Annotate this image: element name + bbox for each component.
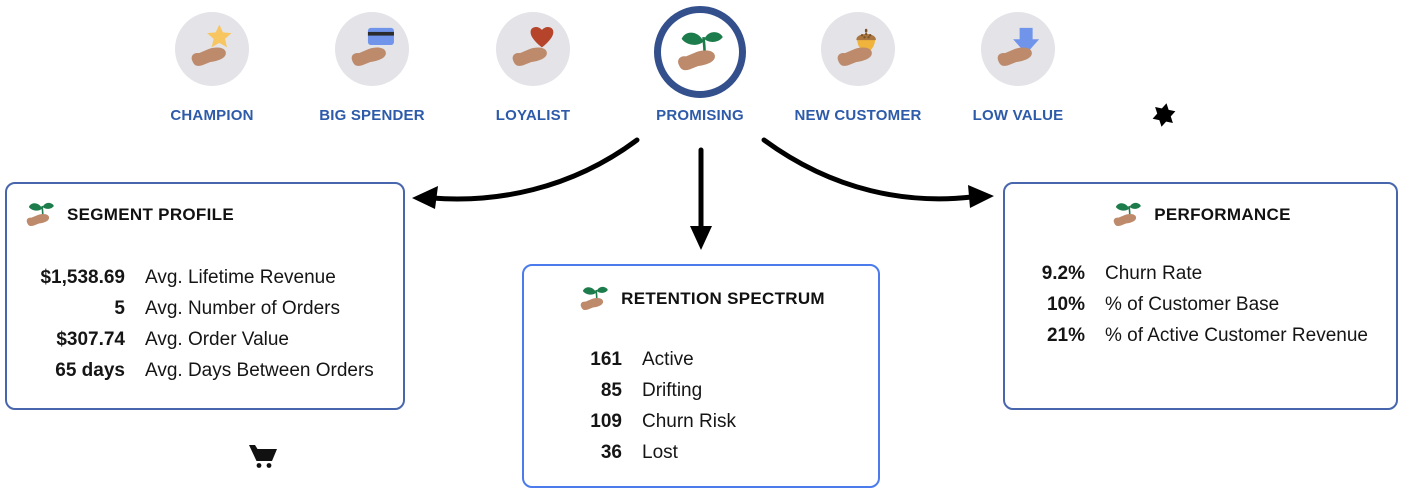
retention-spectrum-title: RETENTION SPECTRUM bbox=[621, 289, 825, 308]
performance-card: PERFORMANCE 9.2% Churn Rate 10% % of Cus… bbox=[1003, 182, 1398, 410]
star-burst-icon bbox=[1152, 103, 1176, 127]
segment-champion-circle[interactable] bbox=[175, 12, 249, 86]
hand-star-icon bbox=[191, 24, 232, 66]
stat-label: Active bbox=[642, 348, 694, 370]
hand-heart-icon bbox=[512, 26, 554, 66]
stat-row: 5 Avg. Number of Orders bbox=[7, 293, 403, 324]
segment-low-value-label: LOW VALUE bbox=[972, 107, 1064, 124]
segment-loyalist-label: LOYALIST bbox=[495, 107, 571, 124]
stat-value: 85 bbox=[600, 379, 622, 401]
seedling-in-hand-icon bbox=[26, 202, 54, 227]
arrow-to-segment-profile bbox=[429, 137, 640, 202]
stat-label: Churn Risk bbox=[642, 410, 736, 432]
segment-new-customer-circle[interactable] bbox=[821, 12, 895, 86]
hand-credit-card-icon bbox=[351, 27, 394, 66]
stat-label: Avg. Number of Orders bbox=[145, 297, 341, 319]
stat-row: 85 Drifting bbox=[572, 375, 736, 406]
stat-row: 161 Active bbox=[572, 344, 736, 375]
stat-value: $1,538.69 bbox=[40, 266, 125, 288]
stat-label: Avg. Order Value bbox=[145, 328, 289, 350]
stat-row: 21% % of Active Customer Revenue bbox=[1023, 320, 1368, 351]
stat-row: 9.2% Churn Rate bbox=[1023, 258, 1368, 289]
performance-title: PERFORMANCE bbox=[1154, 205, 1291, 224]
stat-value: 109 bbox=[590, 410, 622, 432]
segment-loyalist-circle[interactable] bbox=[496, 12, 570, 86]
stat-label: Churn Rate bbox=[1105, 262, 1203, 284]
stat-value: 36 bbox=[600, 441, 622, 463]
segment-champion-label: CHAMPION bbox=[170, 107, 254, 124]
seedling-in-hand-icon bbox=[580, 286, 608, 311]
stat-row: $1,538.69 Avg. Lifetime Revenue bbox=[7, 262, 403, 293]
hand-down-arrow-icon bbox=[997, 27, 1040, 66]
segment-profile-title: SEGMENT PROFILE bbox=[67, 205, 234, 224]
stat-value: 161 bbox=[590, 348, 622, 370]
stat-label: Avg. Days Between Orders bbox=[145, 359, 374, 381]
stat-label: % of Customer Base bbox=[1105, 293, 1280, 315]
stat-value: 10% bbox=[1046, 293, 1085, 315]
stat-label: % of Active Customer Revenue bbox=[1105, 324, 1368, 346]
retention-spectrum-card: RETENTION SPECTRUM 161 Active 85 Driftin… bbox=[522, 264, 880, 488]
segment-big-spender-label: BIG SPENDER bbox=[319, 107, 425, 124]
stat-label: Drifting bbox=[642, 379, 703, 401]
stat-row: 65 days Avg. Days Between Orders bbox=[7, 355, 403, 386]
hand-seedling-icon bbox=[678, 32, 723, 71]
shopping-cart-icon bbox=[249, 445, 277, 468]
segment-big-spender-circle[interactable] bbox=[335, 12, 409, 86]
stat-row: 109 Churn Risk bbox=[572, 406, 736, 437]
hand-acorn-icon bbox=[837, 28, 876, 66]
stat-value: 65 days bbox=[55, 359, 125, 381]
seedling-in-hand-icon bbox=[1113, 202, 1142, 227]
stat-label: Lost bbox=[642, 441, 678, 463]
arrow-to-performance bbox=[761, 137, 975, 202]
stat-value: 9.2% bbox=[1041, 262, 1085, 284]
stat-value: $307.74 bbox=[56, 328, 125, 350]
stat-value: 5 bbox=[114, 297, 125, 319]
segment-promising-circle[interactable] bbox=[654, 6, 746, 98]
stat-label: Avg. Lifetime Revenue bbox=[145, 266, 336, 288]
segment-low-value-circle[interactable] bbox=[981, 12, 1055, 86]
stat-value: 21% bbox=[1046, 324, 1085, 346]
stat-row: 36 Lost bbox=[572, 437, 736, 468]
segment-new-customer-label: NEW CUSTOMER bbox=[794, 107, 922, 124]
segment-promising-label: PROMISING bbox=[656, 107, 744, 124]
stat-row: $307.74 Avg. Order Value bbox=[7, 324, 403, 355]
segment-profile-card: SEGMENT PROFILE $1,538.69 Avg. Lifetime … bbox=[5, 182, 405, 410]
stat-row: 10% % of Customer Base bbox=[1023, 289, 1368, 320]
